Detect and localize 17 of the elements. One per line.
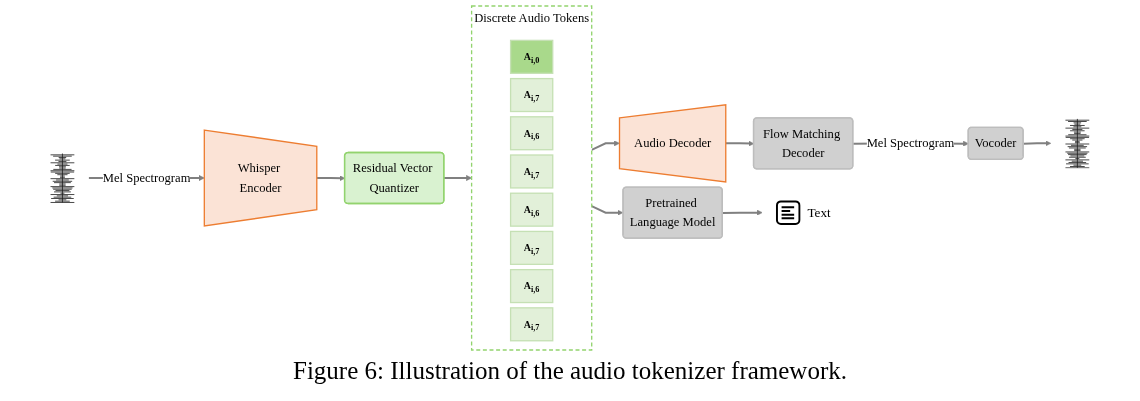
token-box: A$_{i,7}$ <box>510 154 554 189</box>
decoder-block: Audio Decoder <box>618 104 727 183</box>
quantizer-box: Residual Vector Quantizer <box>344 151 445 205</box>
figure-caption: Figure 6: Illustration of the audio tokenizer framework. <box>293 356 847 386</box>
decoder-box: Flow Matching Decoder <box>753 117 854 170</box>
token-box: A$_{i,6}$ <box>510 116 554 151</box>
token-box: A$_{i,7}$ <box>510 307 554 342</box>
encoder-block: Whisper Encoder <box>203 129 318 227</box>
token-box: A$_{i,6}$ <box>510 192 554 227</box>
token-box: A$_{i,0}$ <box>510 39 554 74</box>
language-model-box: Pretrained Language Model <box>622 186 723 239</box>
token-box: A$_{i,6}$ <box>510 268 554 304</box>
vocoder-box: Vocoder <box>967 126 1024 161</box>
group-title: Discrete Audio Tokens <box>474 10 590 25</box>
token-box: A$_{i,7}$ <box>510 77 554 113</box>
token-box: A$_{i,7}$ <box>510 230 554 265</box>
output-label: Text <box>807 204 831 222</box>
